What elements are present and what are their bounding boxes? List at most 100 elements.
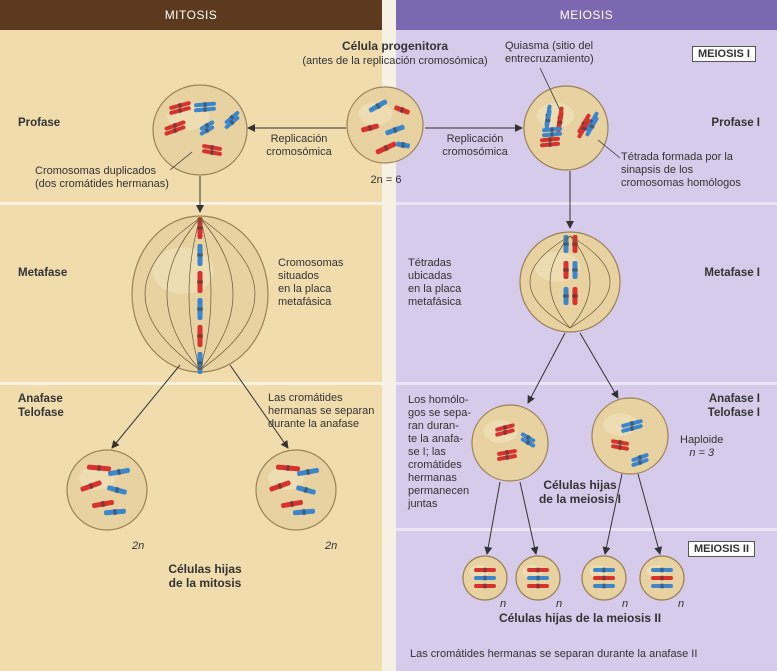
chromosome <box>520 437 536 448</box>
centromere <box>286 464 290 472</box>
centromere <box>536 583 540 589</box>
arrow <box>519 481 539 555</box>
ploidy-label: n <box>556 598 563 610</box>
centromere <box>290 500 294 508</box>
centromere <box>660 583 664 589</box>
ploidy-label: 2n <box>132 540 145 552</box>
centromere <box>572 268 578 272</box>
centromere <box>602 583 606 589</box>
centromere <box>177 102 183 109</box>
centromere <box>637 454 643 461</box>
chromosome <box>527 567 549 573</box>
arrow <box>579 332 619 399</box>
chromosome <box>199 125 215 136</box>
centromere <box>117 468 121 476</box>
chromosome <box>520 432 536 443</box>
label-line: de la mitosis <box>168 576 242 590</box>
cell-highlight <box>79 466 115 490</box>
cell <box>346 86 424 164</box>
cell-highlight <box>536 102 575 128</box>
stage-telofase1: Telofase I <box>707 407 760 419</box>
row-separator <box>0 202 382 205</box>
centromere <box>197 307 203 311</box>
stage-metafase: Metafase <box>18 267 68 279</box>
annotation-line: Haploide <box>680 434 724 446</box>
chromosome <box>164 120 186 131</box>
spindle-fiber <box>199 217 256 371</box>
chromosome <box>375 141 397 155</box>
chromosome <box>108 467 130 477</box>
chromosome <box>385 124 405 136</box>
annotation-line: sinapsis de los <box>621 164 694 176</box>
centromere <box>602 567 606 573</box>
annotation-line: juntas <box>408 498 438 510</box>
centromere <box>197 280 203 284</box>
arrow <box>111 364 181 449</box>
annotation-line: metafásica <box>278 296 332 308</box>
spindle-fiber <box>199 217 212 371</box>
annotation-line: cromosomas homólogos <box>621 177 741 189</box>
centromere <box>302 508 306 516</box>
centromere <box>545 118 551 123</box>
cell-highlight <box>268 466 304 490</box>
centromere <box>536 567 540 573</box>
centromere <box>114 486 120 494</box>
chromosome <box>527 575 549 581</box>
stage-anafase: Anafase <box>18 393 63 405</box>
chromosome <box>92 499 114 509</box>
row-separator <box>0 382 382 385</box>
chromosome <box>542 126 562 133</box>
chromosome <box>651 567 673 573</box>
annotation-line: en la placa <box>408 283 462 295</box>
spindle-fiber <box>529 235 571 329</box>
replication-label-right: Replicación cromosómica <box>430 133 520 159</box>
chromosome <box>297 467 319 477</box>
daughters-mitosis-label: Células hijas de la mitosis <box>135 562 275 590</box>
centromere <box>367 124 373 132</box>
chromosome <box>86 464 112 472</box>
daughters-meiosis1-label: Células hijas de la meiosis I <box>520 478 640 506</box>
chromosome <box>361 123 379 133</box>
arrow <box>602 473 623 555</box>
annotation-anafase2: Las cromátides hermanas se separan duran… <box>410 648 698 660</box>
centromere <box>502 424 508 431</box>
chromosome <box>563 287 569 305</box>
chromosome <box>474 567 496 573</box>
annotation-line: n = 3 <box>689 447 715 459</box>
annotation-line: Quiasma (sitio del <box>505 40 594 52</box>
chromosome <box>585 116 599 137</box>
centromere <box>383 144 389 152</box>
centromere <box>277 482 283 490</box>
centromere <box>563 294 569 298</box>
cell <box>255 449 337 531</box>
annotation-line: te la anafa- <box>408 433 464 445</box>
chromosome <box>474 575 496 581</box>
centromere <box>505 454 509 461</box>
centromere <box>602 575 606 581</box>
chromosome <box>169 101 191 110</box>
centromere <box>483 567 487 573</box>
cell-highlight <box>358 102 393 125</box>
chromosome <box>80 480 102 492</box>
centromere <box>572 294 578 298</box>
annotation-tetradas-placa: Tétradas ubicadas en la placa metafásica <box>408 257 461 309</box>
cell <box>131 215 269 373</box>
cell <box>471 404 549 482</box>
ploidy-label: n <box>622 598 629 610</box>
centromere <box>483 583 487 589</box>
annotation-line: Las cromátides <box>268 392 343 404</box>
chromosome <box>107 485 127 495</box>
cell <box>519 231 621 333</box>
annotation-line: ran duran- <box>408 420 459 432</box>
centromere <box>550 126 554 133</box>
chromosome <box>540 136 560 143</box>
centromere <box>113 508 117 516</box>
cell-highlight <box>152 247 214 294</box>
stage-telofase: Telofase <box>18 407 64 419</box>
annotation-line: hermanas <box>408 472 457 484</box>
row-separator <box>396 382 777 385</box>
chromosome <box>577 118 591 139</box>
chromosome <box>197 244 203 266</box>
chromosome <box>269 480 291 492</box>
annotation-quiasma: Quiasma (sitio del entrecruzamiento) <box>505 40 594 66</box>
